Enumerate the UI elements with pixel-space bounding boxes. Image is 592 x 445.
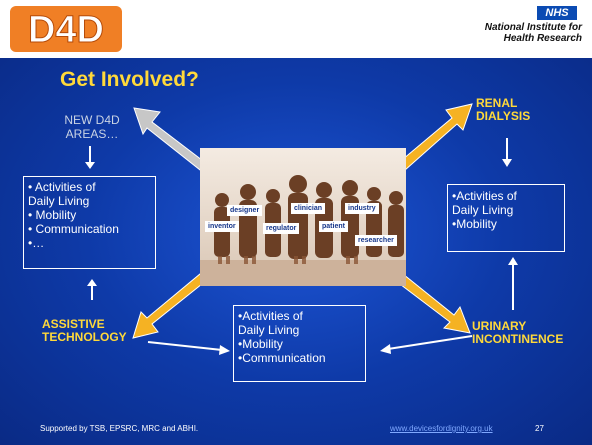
new-d4d-areas-label: NEW D4D AREAS… xyxy=(52,113,132,141)
right-activities-box: •Activities of Daily Living •Mobility xyxy=(447,184,565,252)
assistive-line1: ASSISTIVE xyxy=(42,317,105,331)
bottom-box-line: Daily Living xyxy=(238,323,300,337)
right-box-line: Daily Living xyxy=(452,203,514,217)
tag-inventor: inventor xyxy=(205,221,239,232)
stakeholders-illustration xyxy=(200,148,406,286)
tag-industry: industry xyxy=(345,203,379,214)
white-arrow-down-right xyxy=(502,138,512,167)
left-box-line: •… xyxy=(28,236,45,250)
nihr-line1: National Institute for xyxy=(484,22,582,33)
slide-title: Get Involved? xyxy=(60,68,199,91)
white-arrow-right-bottom xyxy=(147,341,230,355)
tag-researcher: researcher xyxy=(355,235,397,246)
svg-text:D4D: D4D xyxy=(28,9,104,51)
nihr-line2: Health Research xyxy=(503,33,582,44)
renal-line1: RENAL xyxy=(476,96,518,110)
orange-arrow-up-right xyxy=(389,103,473,179)
new-d4d-line2: AREAS… xyxy=(65,127,119,141)
renal-line2: DIALYSIS xyxy=(476,109,531,123)
footer-supported: Supported by TSB, EPSRC, MRC and ABHI. xyxy=(40,424,199,433)
white-arrow-up-right xyxy=(508,257,518,310)
new-d4d-line1: NEW D4D xyxy=(64,113,120,127)
right-box-line: •Activities of xyxy=(452,189,517,203)
bottom-box-line: •Mobility xyxy=(238,337,283,351)
assistive-technology-label: ASSISTIVE TECHNOLOGY xyxy=(42,318,127,344)
tag-clinician: clinician xyxy=(291,203,326,214)
gray-arrow-up-left xyxy=(133,107,216,178)
white-arrow-down-left xyxy=(85,146,95,169)
right-box-line: •Mobility xyxy=(452,217,497,231)
nhs-badge: NHS xyxy=(537,6,577,20)
left-box-line: • Communication xyxy=(28,222,119,236)
renal-dialysis-label: RENAL DIALYSIS xyxy=(476,97,530,123)
tag-patient: patient xyxy=(319,221,348,232)
bottom-activities-box: •Activities of Daily Living •Mobility •C… xyxy=(233,305,366,382)
stakeholders-image: designer clinician industry inventor reg… xyxy=(200,148,406,286)
urinary-line2: INCONTINENCE xyxy=(472,332,564,346)
page-number: 27 xyxy=(535,424,544,433)
white-arrow-left-bottom xyxy=(380,335,473,354)
white-arrow-up-left xyxy=(87,279,97,300)
left-activities-box: • Activities of Daily Living • Mobility … xyxy=(23,176,156,269)
d4d-logo: D4D xyxy=(10,6,122,52)
footer-link[interactable]: www.devicesfordignity.org.uk xyxy=(390,424,493,433)
urinary-line1: URINARY xyxy=(472,319,527,333)
tag-regulator: regulator xyxy=(263,223,300,234)
bottom-box-line: •Activities of xyxy=(238,309,303,323)
tag-designer: designer xyxy=(227,205,263,216)
nihr-name: National Institute for Health Research xyxy=(412,22,582,44)
left-box-line: Daily Living xyxy=(28,194,90,208)
left-box-line: • Mobility xyxy=(28,208,77,222)
bottom-box-line: •Communication xyxy=(238,351,326,365)
assistive-line2: TECHNOLOGY xyxy=(42,330,127,344)
header-bar: D4D NHS National Institute for Health Re… xyxy=(0,0,592,58)
orange-arrow-down-left xyxy=(132,268,213,339)
left-box-line: • Activities of xyxy=(28,180,96,194)
urinary-incontinence-label: URINARY INCONTINENCE xyxy=(472,320,563,346)
